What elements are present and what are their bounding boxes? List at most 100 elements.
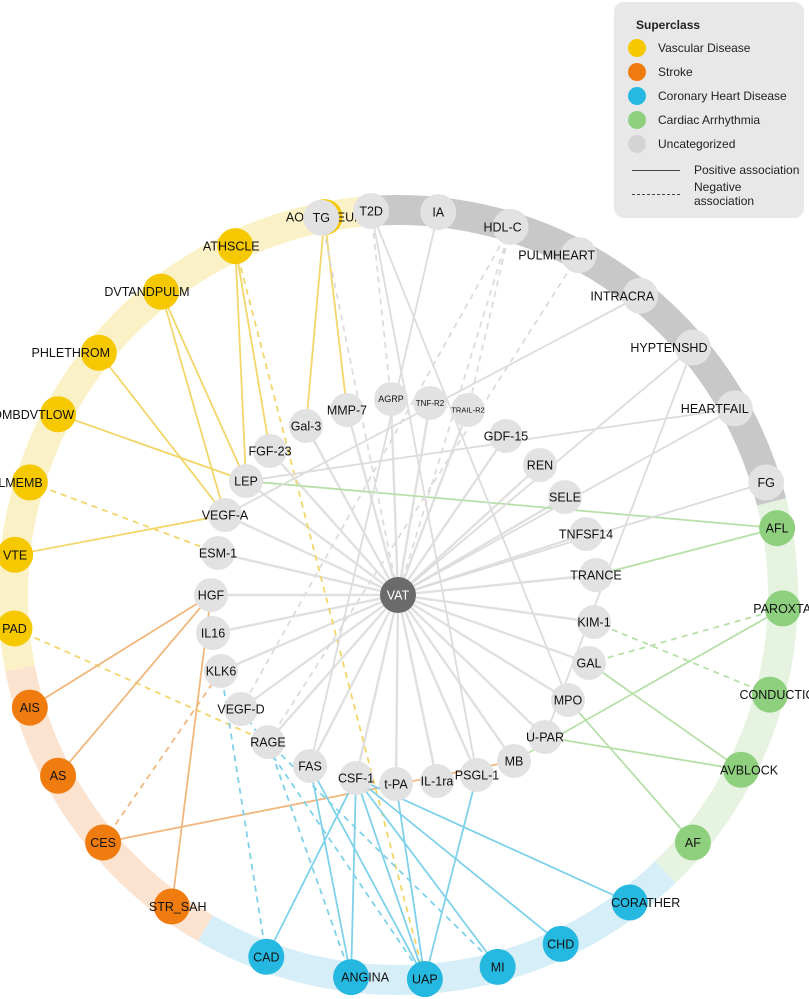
node-label: AS: [50, 769, 67, 783]
protein-node-klk6: KLK6: [204, 654, 238, 688]
protein-node-vegf-d: VEGF-D: [217, 692, 265, 726]
protein-node-ren: REN: [523, 448, 557, 482]
protein-node-gdf-15: GDF-15: [484, 419, 529, 453]
node-label: MPO: [554, 694, 583, 708]
node-label: AIS: [20, 701, 40, 715]
node-circle: [253, 434, 287, 468]
legend-label: Cardiac Arrhythmia: [658, 113, 761, 127]
node-circle: [551, 683, 585, 717]
node-label: FG: [757, 476, 774, 490]
node-circle: [353, 192, 390, 229]
node-label: DVTANDPULM: [104, 285, 189, 299]
outer-node-intracra: INTRACRA: [590, 277, 659, 314]
node-circle: [611, 884, 648, 921]
spoke-psgl-1: [396, 594, 479, 776]
legend-title: Superclass: [636, 18, 701, 32]
node-label: HYPTENSHD: [630, 341, 707, 355]
outer-node-af: AF: [674, 824, 711, 861]
spoke-vegf-a: [224, 513, 399, 597]
legend-positive: Positive association: [628, 160, 799, 180]
node-label: CHD: [547, 937, 574, 951]
node-circle: [751, 676, 788, 713]
node-circle: [153, 888, 190, 925]
edge-hyptenshd-u-par: [544, 347, 694, 738]
edge-conduction-kim-1: [593, 621, 771, 696]
node-label: FAS: [298, 760, 322, 774]
node-label: MB: [505, 755, 524, 769]
spoke-tnf-r2: [396, 402, 432, 596]
node-label: KLK6: [206, 665, 237, 679]
outer-node-paroxtac: PAROXTAC: [753, 590, 809, 627]
spoke-il16: [212, 593, 399, 635]
node-label: TRAIL-R2: [451, 406, 484, 415]
node-label: VAT: [387, 589, 410, 603]
edge-heartfail-lep: [245, 407, 735, 482]
spoke-u-par: [397, 594, 546, 738]
edge-pad-rage: [14, 627, 269, 743]
node-circle: [40, 757, 77, 794]
outer-node-str-sah: STR_SAH: [149, 888, 207, 925]
protein-node-trail-r2: TRAIL-R2: [451, 393, 485, 427]
node-circle: [248, 938, 285, 975]
legend-swatch: [628, 135, 646, 153]
node-circle: [85, 824, 122, 861]
edge-aortaneur-gal-3: [305, 216, 326, 427]
node-label: FGF-23: [248, 445, 291, 459]
legend-item-arrhythmia: Cardiac Arrhythmia: [628, 110, 760, 130]
edge-avblock-u-par: [544, 736, 742, 771]
outer-node-mi: MI: [479, 948, 516, 985]
spoke-trail-r2: [396, 409, 470, 596]
legend-label: Negative association: [694, 180, 755, 208]
protein-node-gal: GAL: [572, 646, 606, 680]
edge-athscle-fgf-23: [234, 245, 271, 452]
node-label: REN: [527, 459, 553, 473]
outer-node-phlethrombdvtlow: PHLETHROMBDVTLOW: [0, 396, 77, 433]
legend-swatch: [628, 39, 646, 57]
legend-swatch: [628, 87, 646, 105]
edge-phlethrom-vegf-a: [98, 352, 226, 516]
node-circle: [460, 758, 494, 792]
legend-label: Uncategorized: [658, 137, 736, 151]
edge-dvtandpulm-lep: [160, 291, 247, 482]
spoke-il-1ra: [396, 594, 439, 782]
edge-ais-hgf: [29, 594, 212, 709]
edge-cad-csf-1: [265, 777, 357, 958]
outer-node-fg: FG: [748, 464, 785, 501]
outer-node-ia: IA: [420, 194, 457, 231]
node-circle: [759, 510, 796, 547]
legend-label: Vascular Disease: [658, 41, 751, 55]
node-label: ATHSCLE: [203, 240, 260, 254]
node-label: TRANCE: [570, 569, 621, 583]
outer-node-cad: CAD: [248, 938, 285, 975]
spoke-fas: [308, 594, 400, 767]
legend: Superclass Vascular Disease Stroke Coron…: [614, 2, 804, 218]
outer-node-athscle: ATHSCLE: [203, 228, 260, 265]
outer-node-corather: CORATHER: [611, 884, 680, 921]
outer-node-avblock: AVBLOCK: [720, 751, 779, 788]
legend-item-vascular: Vascular Disease: [628, 38, 750, 58]
protein-node-sele: SELE: [548, 480, 582, 514]
node-label: VTE: [3, 548, 27, 562]
spoke-mmp-7: [345, 409, 400, 596]
legend-item-stroke: Stroke: [628, 62, 693, 82]
node-label: GDF-15: [484, 430, 529, 444]
outer-node-t2d: T2D: [353, 192, 390, 229]
node-circle: [523, 448, 557, 482]
outer-node-pad: PAD: [0, 610, 33, 647]
protein-node-mmp-7: MMP-7: [327, 393, 367, 427]
protein-node-fgf-23: FGF-23: [248, 434, 292, 468]
node-label: IL-1ra: [421, 775, 454, 789]
protein-node-gal-3: Gal-3: [289, 409, 323, 443]
node-label: HDL-C: [483, 220, 521, 234]
edge-af-mpo: [567, 699, 694, 844]
legend-label: Stroke: [658, 65, 693, 79]
outer-node-vte: VTE: [0, 536, 34, 573]
outer-node-conduction: CONDUCTION: [740, 676, 809, 713]
edge-afl-lep: [245, 480, 778, 530]
node-label: VEGF-A: [202, 509, 249, 523]
node-label: PHLETHROMBDVTLOW: [0, 408, 74, 422]
node-label: CONDUCTION: [740, 688, 809, 702]
edge-pulmemb-esm-1: [29, 481, 219, 554]
spoke-vegf-d: [240, 594, 399, 710]
outer-node-ais: AIS: [11, 689, 48, 726]
